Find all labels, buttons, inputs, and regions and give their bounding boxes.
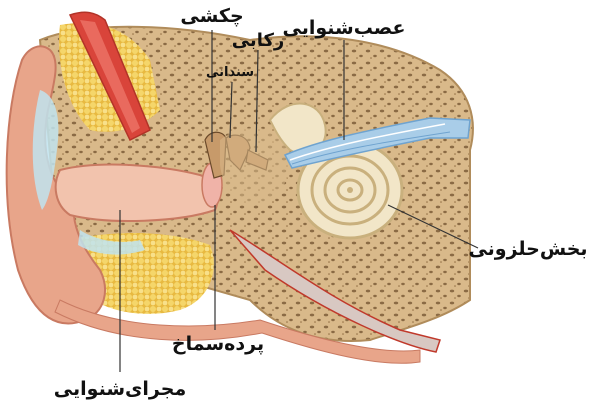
label-stirrup: رکابی: [232, 30, 285, 51]
label-anvil: سندانی: [206, 65, 254, 80]
label-ear-canal: مجرای‌شنوایی: [54, 378, 186, 400]
ear-canal-shape: [56, 165, 218, 221]
label-cochlea: بخش‌حلزونی: [468, 238, 587, 260]
label-hammer: چکشی: [180, 5, 243, 27]
label-auditory-nerve: عصب‌شنوایی: [282, 17, 405, 39]
label-eardrum: پرده‌سماخ: [172, 333, 264, 355]
